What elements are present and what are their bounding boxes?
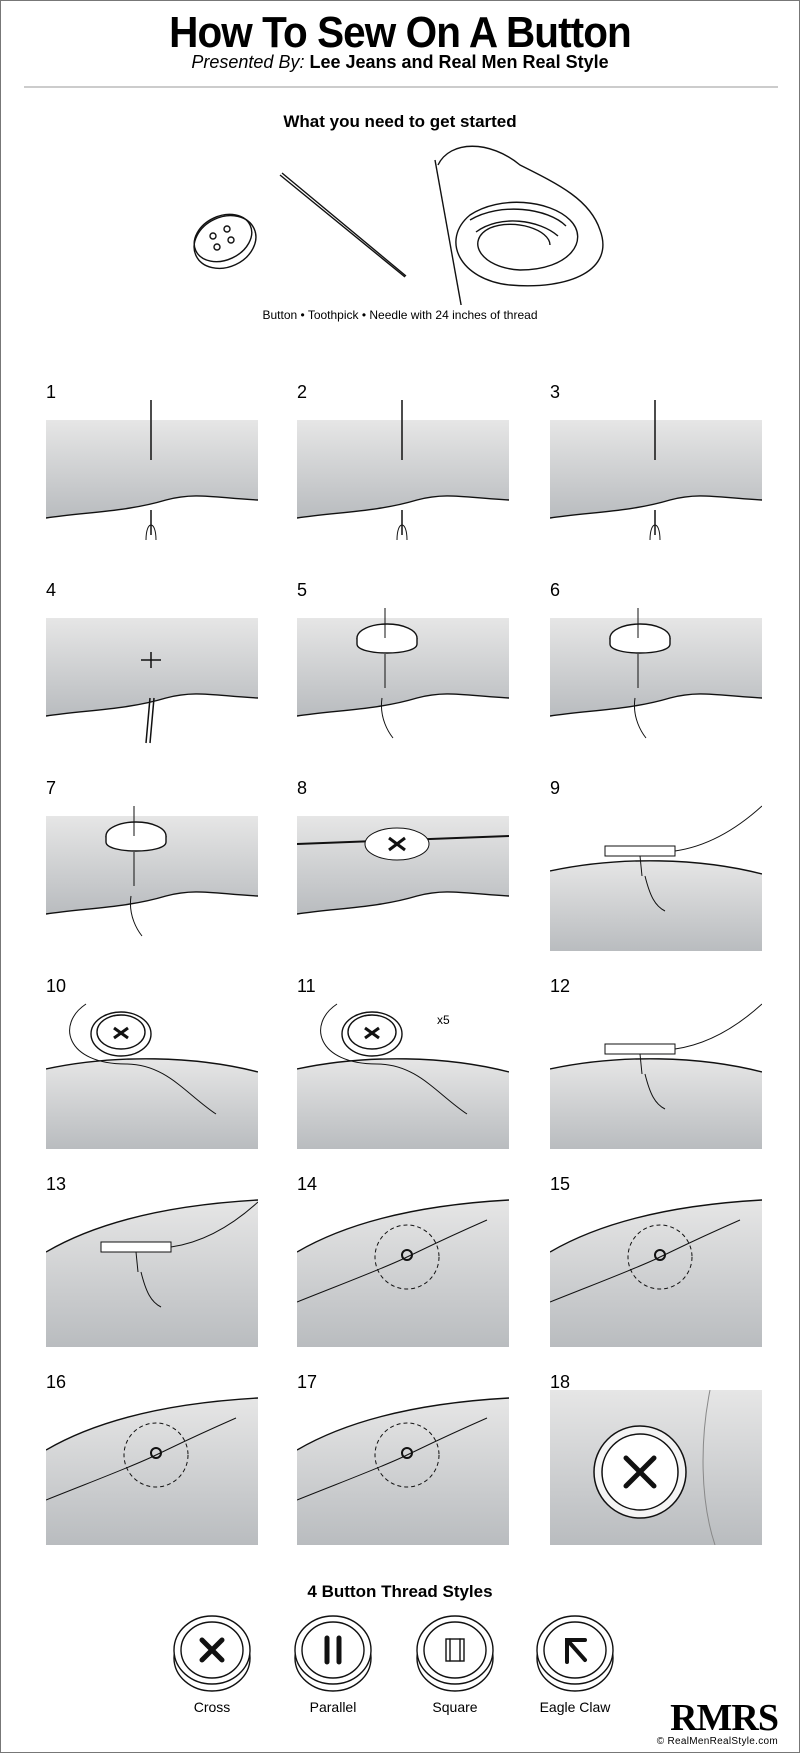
step-illustration [46,1003,258,1149]
step-7: 7 [46,778,258,953]
step-9: 9 [550,778,762,953]
thread-style-label: Cross [193,1699,231,1715]
page-title: How To Sew On A Button [169,8,632,57]
step-number: 5 [297,580,308,600]
button-icon [193,213,257,270]
step-illustration [46,1199,258,1347]
step-5: 5 [297,580,509,755]
step-11: 11 x5 [297,976,509,1151]
step-3: 3 [550,382,762,557]
rmrs-logo: RMRS © RealMenRealStyle.com [656,1697,779,1747]
presented-by-label: Presented By: [191,52,305,72]
step-illustration [550,1199,762,1347]
toothpick-icon [279,172,407,278]
step-number: 13 [46,1174,67,1194]
step-number: 9 [550,778,561,798]
supplies-illustration [193,145,604,305]
step-illustration [297,816,509,915]
step-illustration [297,1199,509,1347]
step-13: 13 [46,1174,258,1349]
thread-style-label: Eagle Claw [539,1699,611,1715]
step-illustration [297,1397,509,1545]
step-number: 7 [46,778,57,798]
step-illustration [550,1390,762,1545]
thread-style-square: Square [405,1612,505,1715]
step-8: 8 [297,778,509,953]
step-2: 2 [297,382,509,557]
step-number: 11 [297,976,316,996]
step-illustration [297,608,509,739]
step-17: 17 [297,1372,509,1547]
thread-style-parallel: Parallel [283,1612,383,1715]
step-illustration [46,400,258,541]
divider [24,86,778,88]
step-4: 4 [46,580,258,755]
eagle-button-icon [536,1615,614,1692]
square-button-icon [416,1615,494,1692]
presenters: Lee Jeans and Real Men Real Style [309,52,609,72]
step-15: 15 [550,1174,762,1349]
step-illustration [550,608,762,739]
step-10: 10 [46,976,258,1151]
step-14: 14 [297,1174,509,1349]
step-number: 3 [550,382,561,402]
step-number: 10 [46,976,67,996]
step-illustration [46,1397,258,1545]
step-number: 18 [550,1372,571,1392]
step-16: 16 [46,1372,258,1547]
logo-text: RMRS [670,1697,779,1739]
supplies-caption: Button • Toothpick • Needle with 24 inch… [262,308,538,322]
step-12: 12 [550,976,762,1151]
thread-style-cross: Cross [162,1612,262,1715]
step-illustration: x5 [297,1003,509,1149]
step-number: 4 [46,580,57,600]
step-illustration [46,618,258,744]
logo-site: © RealMenRealStyle.com [656,1736,778,1747]
step-6: 6 [550,580,762,755]
step-illustration [297,400,509,541]
thread-style-eagle: Eagle Claw [525,1612,625,1715]
step-number: 15 [550,1174,571,1194]
step-number: 12 [550,976,571,996]
step-18: 18 [550,1372,762,1547]
thread-style-label: Parallel [309,1699,357,1715]
subtitle: Presented By: Lee Jeans and Real Men Rea… [0,52,800,73]
step-1: 1 [46,382,258,557]
needle-thread-icon [434,145,604,305]
cross-button-icon [173,1615,251,1692]
step-illustration [46,806,258,937]
step-number: 2 [297,382,308,402]
thread-style-label: Square [432,1699,478,1715]
svg-text:x5: x5 [437,1013,450,1027]
step-illustration [550,400,762,541]
supplies-heading: What you need to get started [283,112,517,131]
parallel-button-icon [294,1615,372,1692]
step-number: 8 [297,778,308,798]
step-number: 6 [550,580,561,600]
step-number: 1 [46,382,57,402]
step-illustration [550,805,762,951]
step-number: 16 [46,1372,67,1392]
step-number: 17 [297,1372,318,1392]
step-illustration [550,1003,762,1149]
step-number: 14 [297,1174,318,1194]
thread-styles-heading: 4 Button Thread Styles [307,1582,493,1601]
